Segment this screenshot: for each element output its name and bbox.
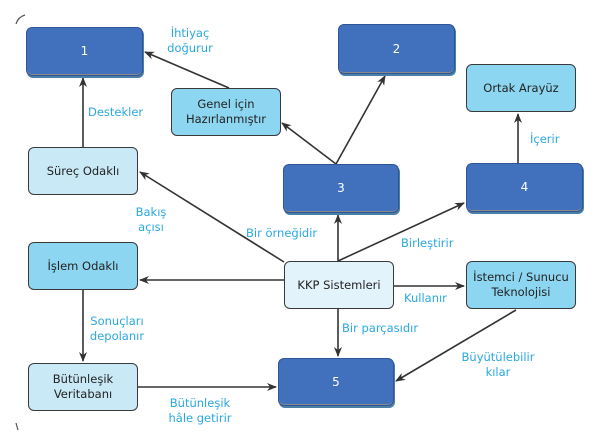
edge-label-butunlesik: Bütünleşik hâle getirir <box>168 396 232 425</box>
node-kkp-sistemleri-label: KKP Sistemleri <box>297 277 381 292</box>
node-3[interactable]: 3 <box>283 164 399 213</box>
node-islem-odakli[interactable]: İşlem Odaklı <box>28 242 138 290</box>
edge-label-ornegidir: Bir örneğidir <box>246 226 318 240</box>
node-surec-odakli-label: Süreç Odaklı <box>46 163 120 178</box>
corner-mark-top <box>15 14 26 25</box>
corner-mark-bottom <box>15 422 19 431</box>
node-1[interactable]: 1 <box>26 27 143 76</box>
edge-label-ihtiyac: İhtiyaç doğurur <box>167 26 213 55</box>
arrow-istemci-to-n5 <box>395 309 517 382</box>
node-istemci-sunucu-label: İstemci / Sunucu Teknolojisi <box>473 270 569 299</box>
arrow-n3-to-genel <box>281 122 337 165</box>
edge-label-kullanir: Kullanır <box>404 291 447 305</box>
edge-label-sonuclari: Sonuçları depolanır <box>89 314 145 343</box>
node-butunlesik-veritabani-label: Bütünleşik Veritabanı <box>52 372 114 401</box>
node-4-label: 4 <box>520 180 529 194</box>
node-istemci-sunucu[interactable]: İstemci / Sunucu Teknolojisi <box>466 261 576 309</box>
node-genel-icin[interactable]: Genel için Hazırlanmıştır <box>171 88 281 136</box>
edge-label-icerir: İçerir <box>530 132 560 146</box>
node-butunlesik-veritabani[interactable]: Bütünleşik Veritabanı <box>28 363 138 411</box>
node-4[interactable]: 4 <box>466 163 583 212</box>
node-surec-odakli[interactable]: Süreç Odaklı <box>28 147 138 195</box>
arrow-kkp-to-n4 <box>337 202 465 262</box>
node-kkp-sistemleri[interactable]: KKP Sistemleri <box>284 261 394 309</box>
arrow-kkp-to-surec <box>139 171 285 263</box>
node-2[interactable]: 2 <box>338 24 455 74</box>
node-ortak-arayuz-label: Ortak Arayüz <box>483 80 559 95</box>
edge-label-destekler: Destekler <box>88 105 144 119</box>
edge-label-bakis: Bakış açısı <box>135 205 167 234</box>
node-islem-odakli-label: İşlem Odaklı <box>47 258 119 273</box>
arrow-n3-to-n2 <box>335 75 386 165</box>
node-3-label: 3 <box>337 181 345 195</box>
node-5-label: 5 <box>332 374 340 389</box>
node-1-label: 1 <box>80 44 89 58</box>
edge-label-birlestirir: Birleştirir <box>401 236 454 250</box>
edge-label-parcasidir: Bir parçasıdır <box>342 321 419 335</box>
node-ortak-arayuz[interactable]: Ortak Arayüz <box>466 64 576 112</box>
node-5[interactable]: 5 <box>278 358 394 406</box>
node-2-label: 2 <box>392 41 401 56</box>
edge-label-buyutulebilir: Büyütülebilir kılar <box>461 350 535 379</box>
arrow-genel-to-n1 <box>144 51 230 89</box>
node-genel-icin-label: Genel için Hazırlanmıştır <box>185 97 266 126</box>
